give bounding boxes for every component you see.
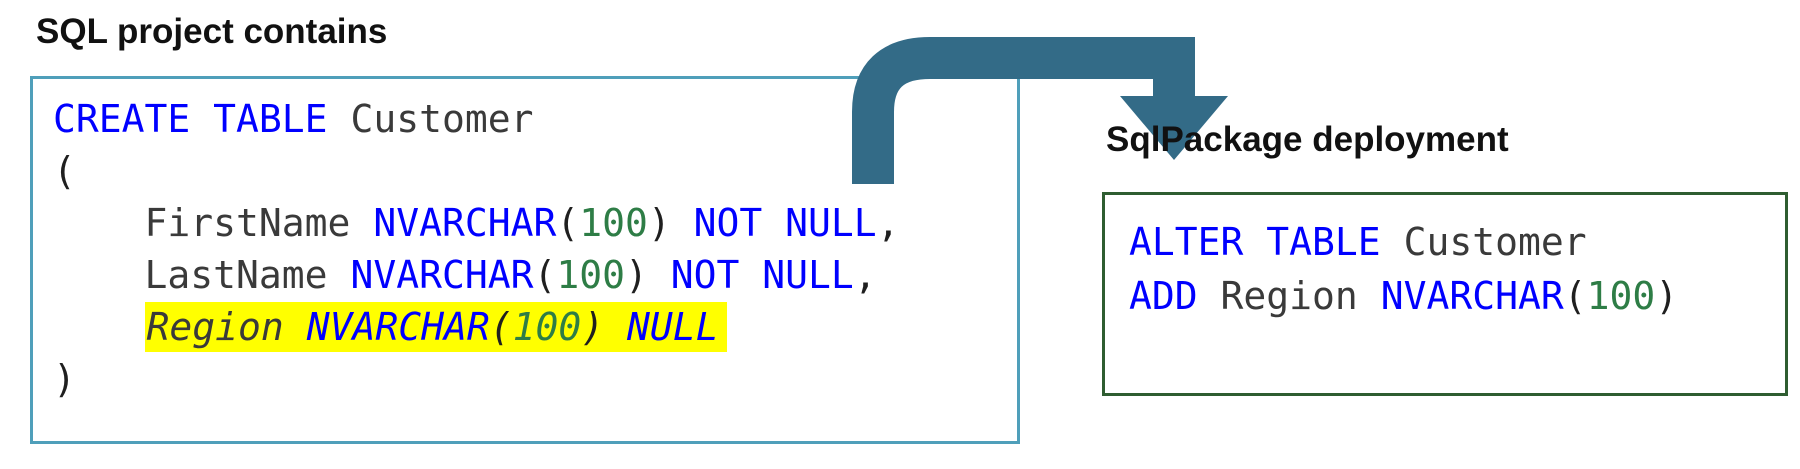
- code-token: Region: [146, 305, 284, 349]
- code-token: FirstName: [144, 201, 351, 245]
- code-token: [604, 305, 627, 349]
- code-token: ADD: [1129, 274, 1198, 318]
- code-token: (: [1563, 274, 1587, 318]
- code-token: ,: [853, 253, 877, 297]
- code-line: LastName NVARCHAR(100) NOT NULL,: [53, 249, 997, 301]
- code-token: [1198, 274, 1221, 318]
- code-token: NVARCHAR: [350, 253, 534, 297]
- code-token: NOT NULL: [670, 253, 854, 297]
- create-table-code: CREATE TABLE Customer( FirstName NVARCHA…: [33, 79, 1017, 419]
- code-line: Region NVARCHAR(100) NULL: [53, 301, 997, 353]
- code-token: NULL: [627, 305, 719, 349]
- code-token: ): [53, 357, 76, 401]
- code-token: NVARCHAR: [373, 201, 557, 245]
- code-token: NVARCHAR: [1380, 274, 1564, 318]
- highlighted-code-segment: Region NVARCHAR(100) NULL: [144, 302, 727, 352]
- code-token: NVARCHAR: [306, 305, 490, 349]
- code-token: ): [1655, 274, 1679, 318]
- code-token: ): [647, 201, 671, 245]
- code-token: [1358, 274, 1381, 318]
- code-token: 100: [579, 201, 648, 245]
- code-line: FirstName NVARCHAR(100) NOT NULL,: [53, 197, 997, 249]
- code-token: 100: [556, 253, 625, 297]
- code-token: Customer: [1403, 220, 1587, 264]
- code-token: CREATE TABLE: [53, 97, 328, 141]
- code-token: 100: [512, 305, 582, 349]
- code-line: ADD Region NVARCHAR(100): [1129, 269, 1761, 323]
- code-token: ): [625, 253, 648, 297]
- code-token: (: [556, 201, 580, 245]
- code-token: Customer: [350, 97, 534, 141]
- code-token: ALTER TABLE: [1129, 220, 1381, 264]
- code-token: LastName: [144, 253, 328, 297]
- code-token: [671, 201, 694, 245]
- code-line: ALTER TABLE Customer: [1129, 215, 1761, 269]
- code-token: [648, 253, 671, 297]
- sqlpackage-deployment-title: SqlPackage deployment: [1106, 120, 1509, 159]
- code-token: 100: [1586, 274, 1656, 318]
- code-token: [328, 253, 351, 297]
- code-token: [328, 97, 351, 141]
- sql-project-title: SQL project contains: [36, 12, 388, 51]
- code-token: ,: [876, 201, 900, 245]
- code-token: ): [581, 305, 605, 349]
- code-token: [350, 201, 373, 245]
- code-token: Region: [1220, 274, 1358, 318]
- code-token: [284, 305, 307, 349]
- code-token: [1381, 220, 1404, 264]
- code-line: (: [53, 145, 997, 197]
- code-token: (: [489, 305, 513, 349]
- code-token: (: [53, 149, 76, 193]
- code-line: CREATE TABLE Customer: [53, 93, 997, 145]
- code-token: NOT NULL: [693, 201, 877, 245]
- sql-project-code-box: CREATE TABLE Customer( FirstName NVARCHA…: [30, 76, 1020, 444]
- code-line: ): [53, 353, 997, 405]
- code-token: (: [533, 253, 557, 297]
